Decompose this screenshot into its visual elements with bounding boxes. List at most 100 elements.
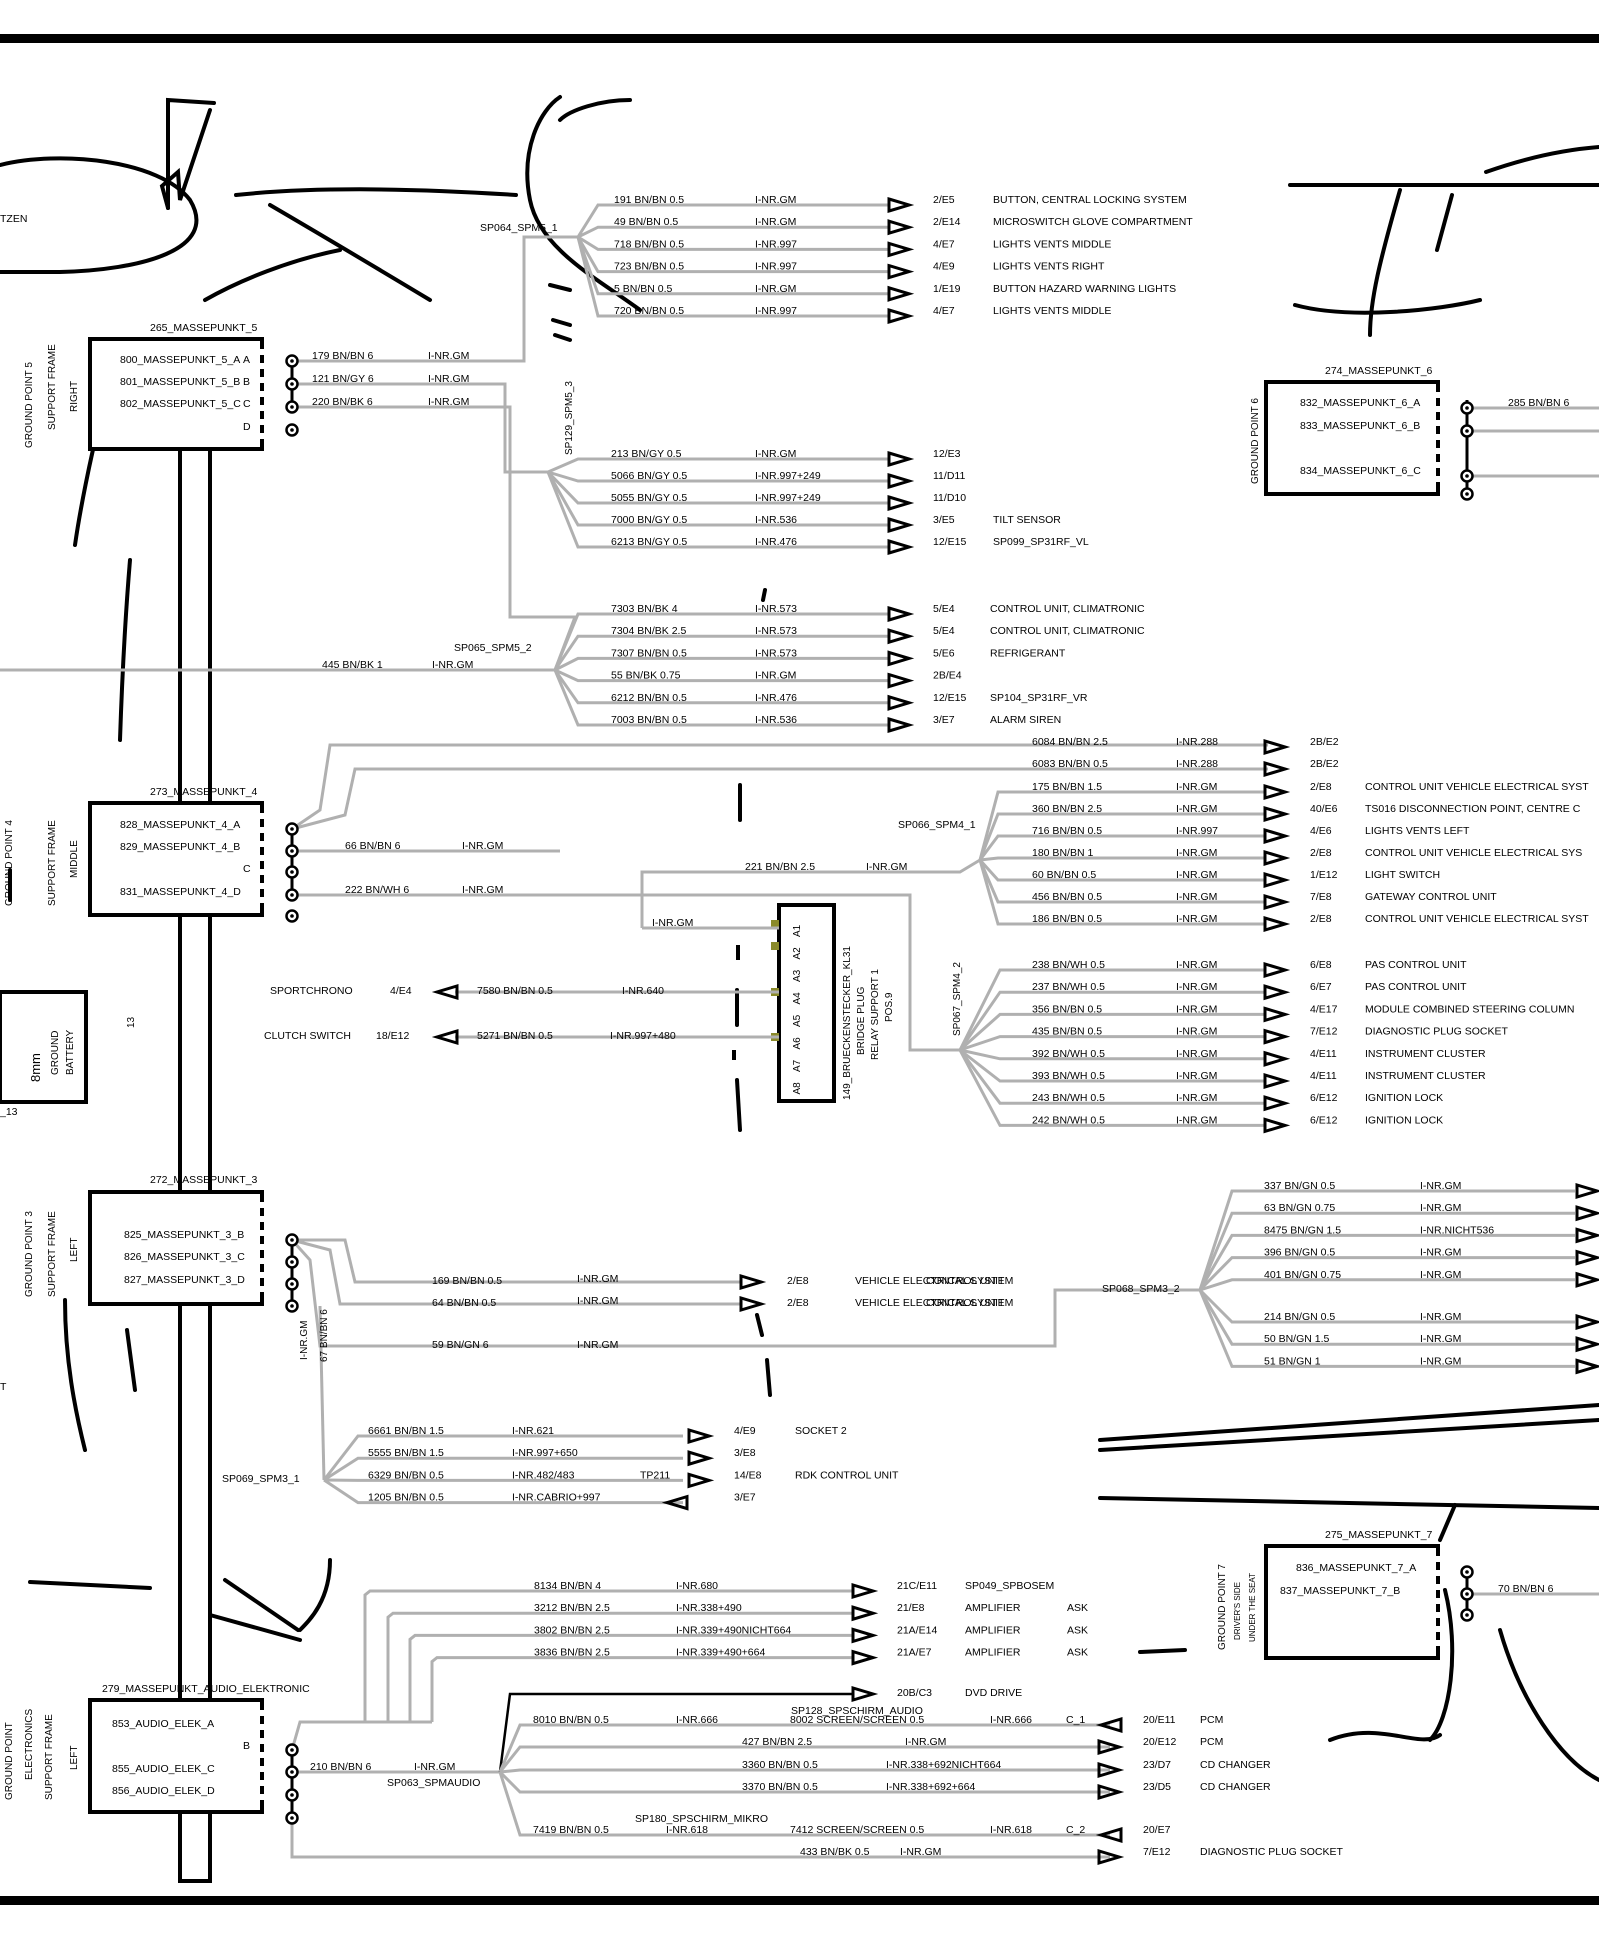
sp069-wire-label: 5555 BN/BN 1.5 bbox=[368, 1447, 444, 1459]
audio-top-wire-label: 3212 BN/BN 2.5 bbox=[534, 1602, 610, 1614]
audio-bottom-wire bbox=[498, 1770, 1110, 1794]
bridge-plug-pin-label: A2 bbox=[792, 947, 803, 960]
ground3-desc: VEHICLE ELECTRICAL SYSTEM bbox=[855, 1297, 1013, 1309]
sp068-nr: I-NR.GM bbox=[1420, 1355, 1461, 1367]
sp069-wire-label: 6661 BN/BN 1.5 bbox=[368, 1425, 444, 1437]
ground3-loc: 2/E8 bbox=[787, 1275, 809, 1287]
audio-top-loc: 21A/E7 bbox=[897, 1647, 932, 1659]
ground6-pin-a: 832_MASSEPUNKT_6_A bbox=[1300, 397, 1420, 409]
sp065-terminal-icon bbox=[887, 650, 911, 666]
audio-bottom-loc: 20/E7 bbox=[1143, 1824, 1171, 1836]
sp068-wire-label: 214 BN/GN 0.5 bbox=[1264, 1311, 1335, 1323]
sp067-terminal-icon bbox=[1263, 984, 1287, 1000]
sp065-nr: I-NR.573 bbox=[755, 603, 797, 615]
audio-bottom-nr2: I-NR.618 bbox=[990, 1824, 1032, 1836]
sp129-terminal-icon bbox=[887, 451, 911, 467]
sp067-nr: I-NR.GM bbox=[1176, 1003, 1217, 1015]
sp065-terminal-icon bbox=[887, 628, 911, 644]
sp067-wire bbox=[959, 1048, 1264, 1083]
sp069-terminal-icon bbox=[687, 1428, 711, 1444]
sp065-feed-label: 445 BN/BK 1 bbox=[322, 659, 383, 671]
ground-point-3-box bbox=[88, 1190, 264, 1306]
sp069-wire-label: 1205 BN/BN 0.5 bbox=[368, 1492, 444, 1504]
ground3-loc: 2/E8 bbox=[787, 1297, 809, 1309]
sp064-terminal-icon bbox=[887, 286, 911, 302]
audio-bottom-nr: I-NR.GM bbox=[905, 1736, 946, 1748]
ground4-side-2: SUPPORT FRAME bbox=[47, 820, 58, 906]
audio-bottom-loc: 23/D7 bbox=[1143, 1759, 1171, 1771]
audio-bottom-wire-label: 8010 BN/BN 0.5 bbox=[533, 1714, 609, 1726]
audio-bottom-nr: I-NR.338+692+664 bbox=[886, 1781, 975, 1793]
sp066-wire-label: 180 BN/BN 1 bbox=[1032, 847, 1093, 859]
ground5-lug bbox=[285, 354, 299, 368]
ground5-side-3: RIGHT bbox=[69, 381, 80, 412]
sp067-nr: I-NR.GM bbox=[1176, 1048, 1217, 1060]
sp064-terminal-icon bbox=[887, 308, 911, 324]
ground5-lug bbox=[285, 400, 299, 414]
ground4-letter-c: C bbox=[243, 863, 251, 875]
audio-top-nr: I-NR.680 bbox=[676, 1580, 718, 1592]
ground3-side-3: LEFT bbox=[69, 1238, 80, 1262]
sp065-wire-label: 7304 BN/BK 2.5 bbox=[611, 625, 686, 637]
support-frame-bar bbox=[178, 447, 212, 1883]
ground3-vertical bbox=[318, 1305, 326, 1481]
sp064-terminal-icon bbox=[887, 241, 911, 257]
sp066-terminal-icon bbox=[1263, 872, 1287, 888]
sp066-feed-nr: I-NR.GM bbox=[866, 861, 907, 873]
ground5-side-2: SUPPORT FRAME bbox=[47, 344, 58, 430]
audio-bottom-loc: 7/E12 bbox=[1143, 1846, 1171, 1858]
sp066-wire bbox=[978, 858, 1264, 882]
sp064-wire-label: 718 BN/BN 0.5 bbox=[614, 238, 684, 250]
audio-top-nr: I-NR.339+490+664 bbox=[676, 1647, 765, 1659]
sp068-nr: I-NR.GM bbox=[1420, 1202, 1461, 1214]
sp068-terminal-icon bbox=[1575, 1314, 1599, 1330]
sp064-nr: I-NR.GM bbox=[755, 283, 796, 295]
ground3-overlay: CONTROL UNIT bbox=[926, 1297, 1005, 1309]
ground3-lug bbox=[285, 1255, 299, 1269]
audio-top-desc: SP049_SPBOSEM bbox=[965, 1580, 1054, 1592]
ground6-pin-b: 833_MASSEPUNKT_6_B bbox=[1300, 420, 1420, 432]
ground5-wire-1-nr: I-NR.GM bbox=[428, 373, 469, 385]
sp066-nr: I-NR.GM bbox=[1176, 781, 1217, 793]
sp068-wire bbox=[1198, 1289, 1575, 1346]
sp067-wire-label: 435 BN/BN 0.5 bbox=[1032, 1026, 1102, 1038]
bridge-plug-line-2: BRIDGE PLUG bbox=[856, 986, 867, 1055]
sp129-wire-label: 213 BN/GY 0.5 bbox=[611, 448, 682, 460]
sp066-desc: CONTROL UNIT VEHICLE ELECTRICAL SYS bbox=[1365, 847, 1582, 859]
ground4-wire-1-label: 222 BN/WH 6 bbox=[345, 884, 409, 896]
audio-bottom-wire-label: 3360 BN/BN 0.5 bbox=[742, 1759, 818, 1771]
audio-top-terminal-icon bbox=[851, 1627, 875, 1643]
ground-audio-side-2: ELECTRONICS bbox=[24, 1709, 35, 1780]
sp066-loc: 4/E6 bbox=[1310, 825, 1332, 837]
sp065-wire bbox=[553, 612, 888, 671]
ground3-overlay: CONTROL UNIT bbox=[926, 1275, 1005, 1287]
sp069-loc: 4/E9 bbox=[734, 1425, 756, 1437]
sp068-nr: I-NR.NICHT536 bbox=[1420, 1224, 1494, 1236]
sp066-desc: LIGHT SWITCH bbox=[1365, 869, 1440, 881]
sp066-wire bbox=[978, 859, 1264, 904]
sp066-wire-label: 60 BN/BN 0.5 bbox=[1032, 869, 1096, 881]
splice-sp066: SP066_SPM4_1 bbox=[898, 819, 976, 831]
sp129-loc: 3/E5 bbox=[933, 514, 955, 526]
sp065-wire-label: 7003 BN/BN 0.5 bbox=[611, 714, 687, 726]
sp064-desc: BUTTON, CENTRAL LOCKING SYSTEM bbox=[993, 194, 1187, 206]
audio-top-terminal-icon bbox=[851, 1605, 875, 1621]
ground3-wire-2-label: 59 BN/GN 6 bbox=[432, 1339, 489, 1351]
splice-sp064: SP064_SPM5_1 bbox=[480, 222, 558, 234]
top-left-fragment-label: TZEN bbox=[0, 213, 27, 225]
ground4-lug bbox=[285, 909, 299, 923]
sp129-desc: TILT SENSOR bbox=[993, 514, 1061, 526]
sp065-wire-label: 7307 BN/BN 0.5 bbox=[611, 647, 687, 659]
ground7-lug bbox=[1460, 1565, 1474, 1579]
ground4-wire bbox=[292, 893, 960, 1052]
audio-bottom-wire bbox=[499, 1768, 1110, 1774]
ground3-pin-c: 826_MASSEPUNKT_3_C bbox=[124, 1251, 245, 1263]
sp129-nr: I-NR.476 bbox=[755, 536, 797, 548]
audio-bottom-nr: I-NR.338+692NICHT664 bbox=[886, 1759, 1001, 1771]
dvd-terminal-icon bbox=[851, 1686, 875, 1702]
sp068-wire-label: 8475 BN/GN 1.5 bbox=[1264, 1224, 1341, 1236]
sp069-desc: SOCKET 2 bbox=[795, 1425, 847, 1437]
marker-layer bbox=[285, 197, 1599, 1865]
sp068-terminal-icon bbox=[1575, 1272, 1599, 1288]
audio-top-desc: AMPLIFIER bbox=[965, 1602, 1021, 1614]
